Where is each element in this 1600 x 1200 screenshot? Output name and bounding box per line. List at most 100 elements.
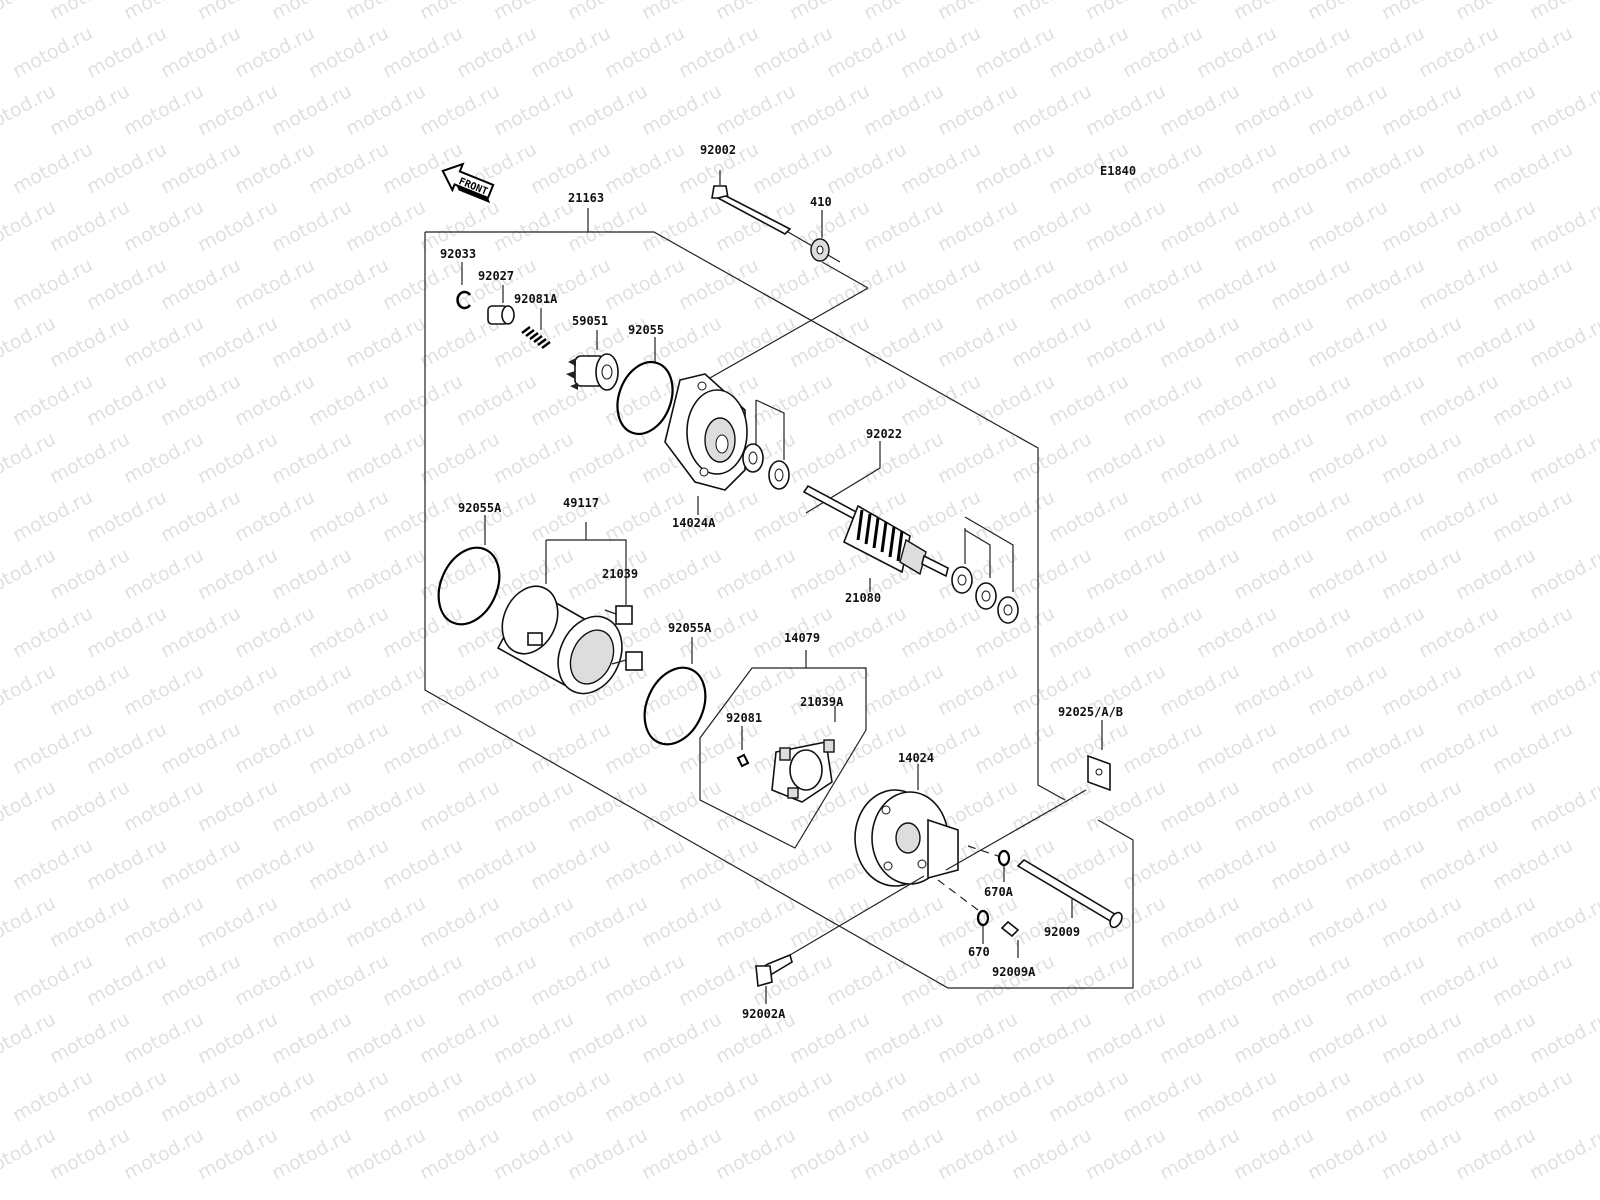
watermark-text: motod.ru [1341,370,1428,430]
watermark-text: motod.ru [934,312,1021,372]
collar-92027 [487,285,515,325]
label-92055A-left: 92055A [458,501,502,515]
watermark-text: motod.ru [1267,138,1354,198]
watermark-text: motod.ru [860,1008,947,1068]
watermark-text: motod.ru [1304,660,1391,720]
watermark-text: motod.ru [1156,196,1243,256]
watermark-text: motod.ru [1378,1008,1465,1068]
watermark-text: motod.ru [1341,834,1428,894]
watermark-text: motod.ru [268,776,355,836]
watermark-text: motod.ru [9,834,96,894]
watermark-text: motod.ru [416,80,503,140]
watermark-text: motod.ru [120,80,207,140]
watermark-text: motod.ru [1045,602,1132,662]
watermark-text: motod.ru [194,80,281,140]
watermark-text: motod.ru [1378,544,1465,604]
watermark-text: motod.ru [712,80,799,140]
label-21163: 21163 [568,191,604,205]
watermark-text: motod.ru [453,834,540,894]
watermark-text: motod.ru [1008,1008,1095,1068]
watermark-text: motod.ru [1156,312,1243,372]
watermark-text: motod.ru [1526,0,1600,24]
screw-92009A [1000,920,1020,958]
watermark-text: motod.ru [1008,428,1095,488]
watermark-text: motod.ru [527,950,614,1010]
watermark-text: motod.ru [1230,196,1317,256]
watermark-text: motod.ru [1304,312,1391,372]
watermark-text: motod.ru [1415,22,1502,82]
watermark-text: motod.ru [9,950,96,1010]
watermark-text: motod.ru [416,776,503,836]
watermark-text: motod.ru [1082,544,1169,604]
label-49117: 49117 [563,496,599,510]
watermark-text: motod.ru [934,0,1021,24]
watermark-text: motod.ru [934,428,1021,488]
watermark-text: motod.ru [342,892,429,952]
watermark-text: motod.ru [1378,428,1465,488]
watermark-text: motod.ru [712,312,799,372]
watermark-text: motod.ru [564,0,651,24]
watermark-text: motod.ru [305,254,392,314]
watermark-text: motod.ru [9,370,96,430]
watermark-text: motod.ru [490,196,577,256]
watermark-text: motod.ru [897,370,984,430]
watermark-text: motod.ru [9,22,96,82]
watermark-text: motod.ru [1045,22,1132,82]
watermark-text: motod.ru [1526,1008,1600,1068]
watermark-text: motod.ru [675,718,762,778]
watermark-text: motod.ru [564,80,651,140]
watermark-text: motod.ru [194,892,281,952]
watermark-text: motod.ru [1008,1124,1095,1184]
watermark-text: motod.ru [1341,254,1428,314]
watermark-text: motod.ru [823,1066,910,1126]
watermark-text: motod.ru [1082,1124,1169,1184]
label-14079: 14079 [784,631,820,645]
watermark-text: motod.ru [453,950,540,1010]
label-410: 410 [810,195,832,209]
watermark-text: motod.ru [934,1008,1021,1068]
watermark-text: motod.ru [46,776,133,836]
watermark-text: motod.ru [231,834,318,894]
watermark-text: motod.ru [1378,196,1465,256]
watermark-text: motod.ru [564,776,651,836]
watermark-text: motod.ru [194,428,281,488]
watermark-text: motod.ru [1230,660,1317,720]
o-ring-92055A-left [437,515,501,626]
watermark-text: motod.ru [231,1066,318,1126]
watermark-text: motod.ru [1193,950,1280,1010]
watermark-text: motod.ru [1230,1124,1317,1184]
watermark-text: motod.ru [601,950,688,1010]
watermark-text: motod.ru [860,1124,947,1184]
watermark-text: motod.ru [1489,486,1576,546]
watermark-text: motod.ru [342,0,429,24]
watermark-text: motod.ru [1045,950,1132,1010]
watermark-text: motod.ru [1119,834,1206,894]
watermark-text: motod.ru [305,834,392,894]
watermark-text: motod.ru [342,196,429,256]
front-arrow-icon: FRONT [441,162,495,204]
watermark-text: motod.ru [342,80,429,140]
watermark-text: motod.ru [1156,544,1243,604]
watermark-text: motod.ru [157,254,244,314]
label-92055: 92055 [628,323,664,337]
watermark-text: motod.ru [1415,486,1502,546]
watermark-text: motod.ru [1267,834,1354,894]
watermark-text: motod.ru [1452,0,1539,24]
watermark-text: motod.ru [305,718,392,778]
watermark-text: motod.ru [342,1008,429,1068]
watermark-text: motod.ru [120,892,207,952]
watermark-text: motod.ru [1082,312,1169,372]
watermark-text: motod.ru [1267,950,1354,1010]
watermark-text: motod.ru [1230,1008,1317,1068]
watermark-text: motod.ru [1008,196,1095,256]
label-92002: 92002 [700,143,736,157]
watermark-text: motod.ru [601,718,688,778]
watermark-text: motod.ru [638,312,725,372]
watermark-text: motod.ru [1415,718,1502,778]
watermark-text: motod.ru [601,254,688,314]
watermark-text: motod.ru [1156,428,1243,488]
watermark-text: motod.ru [379,602,466,662]
watermark-text: motod.ru [786,0,873,24]
rear-housing-14024 [854,764,959,887]
watermark-text: motod.ru [9,718,96,778]
